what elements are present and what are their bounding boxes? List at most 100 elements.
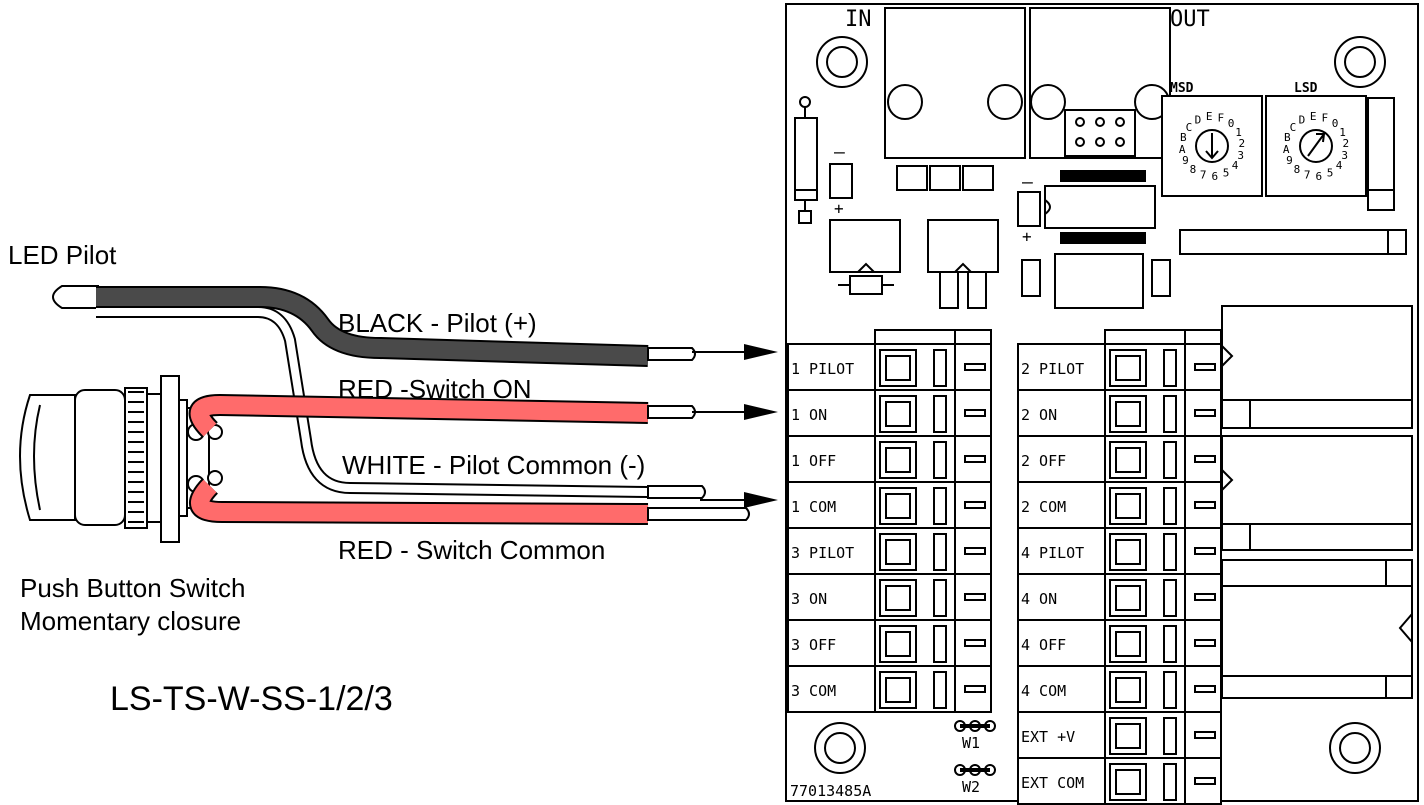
red-on-wire — [188, 393, 649, 438]
msd-digit: 1 — [1235, 126, 1242, 139]
left-terminal-label: 1 OFF — [791, 452, 836, 470]
right-terminal-block: 2 PILOT 2 ON 2 OFF 2 COM 4 PILOT 4 ON 4 OFF 4 C… — [1017, 329, 1222, 805]
lsd-digit: 3 — [1341, 149, 1348, 162]
left-terminal-label: 3 ON — [791, 590, 827, 608]
msd-label: MSD — [1170, 81, 1194, 96]
right-terminal-label: EXT COM — [1021, 774, 1084, 792]
right-terminal-cell — [1017, 435, 1106, 483]
right-terminal-label: 2 OFF — [1021, 452, 1066, 470]
in-connector — [884, 7, 1026, 159]
lsd-digit: 2 — [1343, 137, 1350, 150]
relays — [1221, 305, 1413, 699]
msd-digit: 0 — [1228, 117, 1235, 130]
left-terminal-cell — [787, 665, 876, 713]
red-com-wire — [189, 478, 649, 525]
connection-arrows — [692, 344, 778, 508]
white-wire-label: WHITE - Pilot Common (-) — [342, 450, 645, 480]
circuit-board: IN OUT – + – + — [785, 3, 1419, 805]
left-terminal-cell — [787, 619, 876, 667]
jumper-w1-label: W1 — [962, 734, 980, 752]
switch-label-line2: Momentary closure — [20, 606, 241, 636]
right-terminal-label: EXT +V — [1021, 728, 1075, 746]
svg-text:–: – — [834, 142, 845, 163]
svg-text:+: + — [834, 199, 844, 218]
msd-digit: 2 — [1239, 137, 1246, 150]
lsd-digit: 1 — [1339, 126, 1346, 139]
right-terminal-label: 4 ON — [1021, 590, 1057, 608]
ic-chip — [1044, 170, 1156, 244]
lsd-digit: 6 — [1316, 170, 1323, 183]
msd-digit: A — [1179, 143, 1186, 156]
lsd-digit: 7 — [1304, 169, 1311, 182]
msd-digit: 8 — [1190, 163, 1197, 176]
led-pilot — [52, 285, 99, 309]
lsd-digit: 9 — [1286, 154, 1293, 167]
lsd-label: LSD — [1294, 81, 1318, 96]
black-wire-label: BLACK - Pilot (+) — [338, 308, 537, 338]
switch-label-line1: Push Button Switch — [20, 573, 245, 603]
msd-digit: 5 — [1223, 167, 1230, 180]
msd-digit: 9 — [1182, 154, 1189, 167]
left-terminal-label: 1 PILOT — [791, 360, 854, 378]
msd-digit: B — [1180, 131, 1187, 144]
right-terminal-label: 2 PILOT — [1021, 360, 1084, 378]
lsd-digit: D — [1299, 113, 1306, 126]
part-number: 77013485A — [790, 782, 871, 800]
black-wire — [96, 286, 649, 367]
msd-digit: 7 — [1200, 169, 1207, 182]
right-terminal-label: 4 COM — [1021, 682, 1066, 700]
right-terminal-label: 4 PILOT — [1021, 544, 1084, 562]
right-terminal-cell — [1017, 573, 1106, 621]
msd-digit: 6 — [1212, 170, 1219, 183]
msd-digit: 3 — [1237, 149, 1244, 162]
in-label: IN — [845, 7, 872, 32]
lsd-digit: 0 — [1332, 117, 1339, 130]
svg-text:–: – — [1022, 172, 1033, 193]
msd-digit: 4 — [1232, 159, 1239, 172]
right-terminal-cell — [1017, 711, 1106, 759]
model-number: LS-TS-W-SS-1/2/3 — [110, 680, 393, 718]
right-terminal-cell — [1017, 343, 1106, 391]
right-terminal-cell — [1017, 481, 1106, 529]
lsd-digit: C — [1290, 121, 1297, 134]
left-terminal-label: 3 COM — [791, 682, 836, 700]
msd-digit: C — [1186, 121, 1193, 134]
right-terminal-cell — [1017, 389, 1106, 437]
msd-digit: F — [1218, 111, 1225, 124]
right-terminal-cell — [1017, 527, 1106, 575]
push-button-switch — [19, 375, 223, 543]
bare-conductors — [647, 347, 750, 521]
out-label: OUT — [1170, 7, 1210, 32]
white-wire — [96, 306, 649, 498]
jumper-w2: W2 — [954, 764, 996, 796]
right-terminal-label: 4 OFF — [1021, 636, 1066, 654]
left-terminal-cell — [787, 389, 876, 437]
lsd-digit: 5 — [1327, 167, 1334, 180]
jumper-w2-label: W2 — [962, 778, 980, 796]
left-terminal-label: 3 PILOT — [791, 544, 854, 562]
msd-digit: E — [1206, 110, 1213, 123]
lsd-digit: 8 — [1294, 163, 1301, 176]
left-terminal-cell — [787, 435, 876, 483]
right-terminal-cell — [1017, 757, 1106, 805]
right-terminal-label: 2 ON — [1021, 406, 1057, 424]
lsd-digit: B — [1284, 131, 1291, 144]
lsd-digit: E — [1310, 110, 1317, 123]
left-terminal-label: 1 COM — [791, 498, 836, 516]
left-terminal-cell — [787, 527, 876, 575]
mounting-holes — [814, 36, 1386, 774]
left-terminal-cell — [787, 343, 876, 391]
right-terminal-cell — [1017, 665, 1106, 713]
jumper-w1: W1 — [954, 720, 996, 752]
left-terminal-label: 1 ON — [791, 406, 827, 424]
lsd-digit: F — [1322, 111, 1329, 124]
lsd-digit: A — [1283, 143, 1290, 156]
right-terminal-label: 2 COM — [1021, 498, 1066, 516]
svg-text:+: + — [1022, 227, 1032, 246]
led-pilot-label: LED Pilot — [8, 240, 117, 270]
red-com-wire-label: RED - Switch Common — [338, 535, 605, 565]
